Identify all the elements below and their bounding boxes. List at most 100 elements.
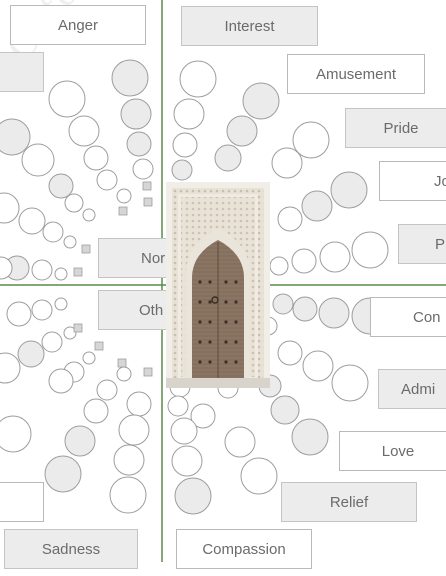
intensity-circle (63, 326, 77, 340)
intensity-circle (226, 115, 258, 147)
intensity-circle (126, 391, 152, 417)
label-relief: Relief (281, 482, 417, 522)
intensity-circle (330, 171, 368, 209)
intensity-circle (64, 425, 96, 457)
door-photo (166, 182, 270, 388)
small-squares (73, 181, 153, 377)
intensity-circle (167, 395, 189, 417)
intensity-circle (68, 115, 100, 147)
intensity-circle (31, 299, 53, 321)
intensity-circle (214, 144, 242, 172)
label-interest: Interest (181, 6, 318, 46)
intensity-circle (351, 231, 389, 269)
intensity-circle (42, 221, 64, 243)
intensity-circle (82, 351, 96, 365)
label-other: Oth (98, 290, 168, 330)
intensity-circle (179, 60, 217, 98)
intensity-circle (21, 143, 55, 177)
label-sadness: Sadness (4, 529, 138, 569)
intensity-circle (277, 340, 303, 366)
intensity-circle (172, 132, 198, 158)
intensity-circle (41, 331, 63, 353)
intensity-circle (0, 415, 32, 453)
label-amusement: Amusement (287, 54, 425, 94)
intensity-circle (116, 366, 132, 382)
intensity-circle (82, 208, 96, 222)
label-pleasure: Pl (398, 224, 446, 264)
intensity-circle (120, 98, 152, 130)
intensity-circle (242, 82, 280, 120)
label-unknown-bottom-left (0, 482, 44, 522)
small-square-marker (118, 206, 128, 216)
label-joy: Jo (379, 161, 446, 201)
label-none: Nor (98, 238, 168, 278)
intensity-circle (269, 256, 289, 276)
label-love: Love (339, 431, 446, 471)
intensity-circle (109, 476, 147, 514)
label-pride: Pride (345, 108, 446, 148)
intensity-circle (0, 118, 31, 156)
intensity-circle (0, 352, 21, 384)
intensity-circle (126, 131, 152, 157)
intensity-circle (270, 395, 300, 425)
intensity-circle (291, 418, 329, 456)
intensity-circle (113, 444, 145, 476)
intensity-circle (64, 193, 84, 213)
label-anger: Anger (10, 5, 146, 45)
intensity-circle (48, 368, 74, 394)
intensity-circle (44, 455, 82, 493)
small-square-marker (143, 197, 153, 207)
intensity-circles (0, 59, 389, 515)
label-compassion: Compassion (176, 529, 312, 569)
intensity-circle (83, 145, 109, 171)
intensity-circle (319, 241, 351, 273)
intensity-circle (48, 80, 86, 118)
intensity-circle (132, 158, 154, 180)
intensity-circle (292, 121, 330, 159)
label-contentment: Con (370, 297, 446, 337)
intensity-circle (174, 477, 212, 515)
intensity-circle (54, 267, 68, 281)
intensity-circle (18, 207, 46, 235)
intensity-circle (111, 59, 149, 97)
intensity-circle (277, 206, 303, 232)
label-admiration: Admi (378, 369, 446, 409)
small-square-marker (73, 323, 83, 333)
small-square-marker (142, 181, 152, 191)
intensity-circle (48, 173, 74, 199)
intensity-circle (96, 379, 118, 401)
intensity-circle (190, 403, 216, 429)
intensity-circle (173, 98, 205, 130)
intensity-circle (6, 301, 32, 327)
intensity-circle (83, 398, 109, 424)
intensity-circle (118, 414, 150, 446)
intensity-circle (301, 190, 333, 222)
small-square-marker (94, 341, 104, 351)
intensity-circle (170, 417, 198, 445)
intensity-circle (116, 188, 132, 204)
intensity-circle (0, 256, 13, 280)
intensity-circle (291, 248, 317, 274)
small-square-marker (81, 244, 91, 254)
intensity-circle (54, 297, 68, 311)
intensity-circle (331, 364, 369, 402)
intensity-circle (171, 159, 193, 181)
intensity-circle (292, 296, 318, 322)
intensity-circle (318, 297, 350, 329)
intensity-circle (271, 147, 303, 179)
small-square-marker (73, 267, 83, 277)
intensity-circle (171, 445, 203, 477)
small-square-marker (143, 367, 153, 377)
label-unknown-top-left (0, 52, 44, 92)
intensity-circle (0, 192, 20, 224)
intensity-circle (272, 293, 294, 315)
intensity-circle (96, 169, 118, 191)
intensity-circle (224, 426, 256, 458)
door-image (166, 182, 270, 388)
intensity-circle (63, 235, 77, 249)
intensity-circle (31, 259, 53, 281)
small-square-marker (117, 358, 127, 368)
intensity-circle (17, 340, 45, 368)
